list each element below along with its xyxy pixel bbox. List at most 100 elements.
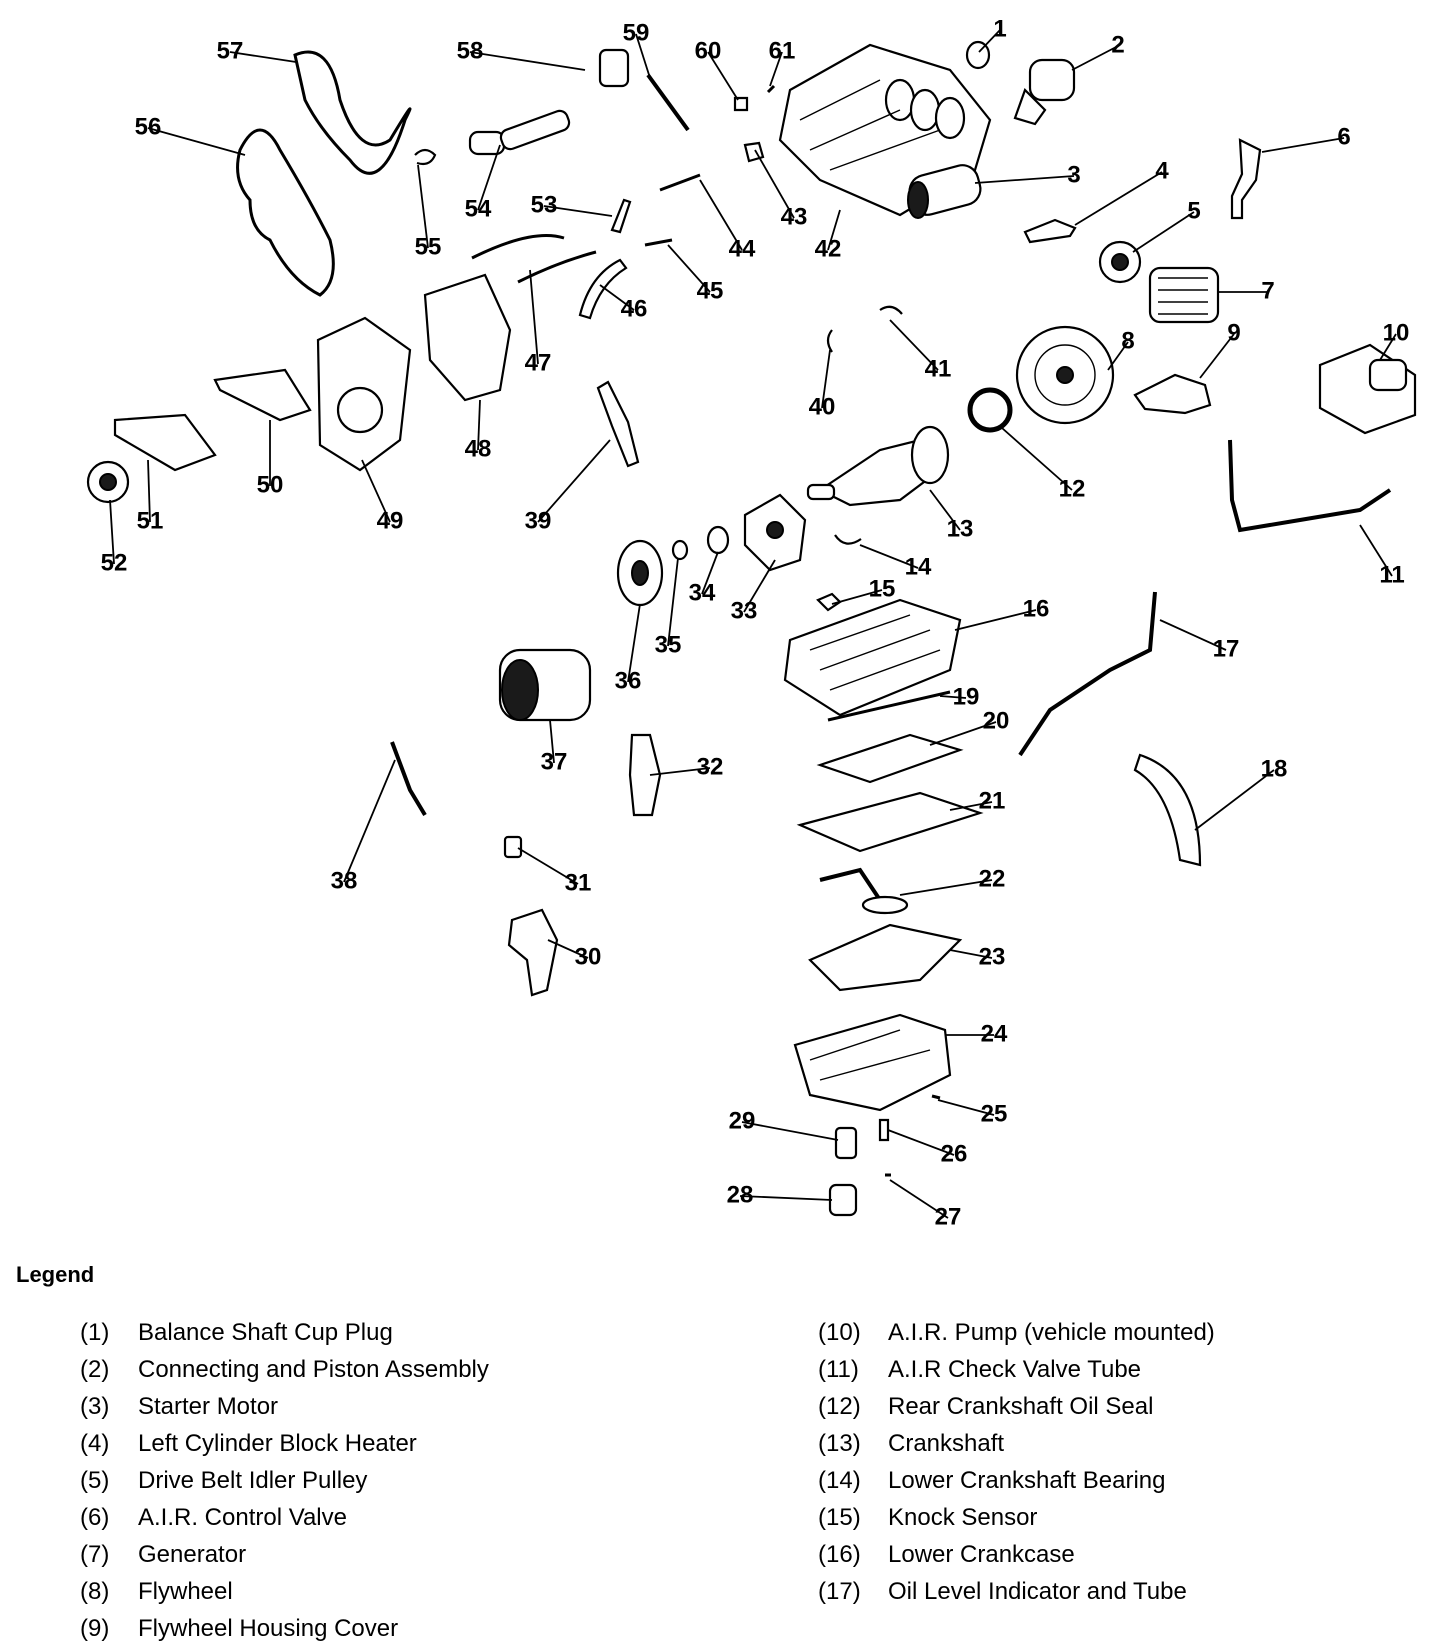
- legend-item: (9)Flywheel Housing Cover: [80, 1610, 780, 1647]
- legend-item: (7)Generator: [80, 1536, 780, 1573]
- callout-14: 14: [905, 553, 932, 580]
- callout-10: 10: [1383, 319, 1410, 346]
- chain-tensioner-part: [578, 258, 628, 320]
- leader-line-59: [635, 33, 651, 79]
- leader-line-35: [667, 557, 679, 647]
- callout-48: 48: [465, 435, 492, 462]
- legend-item-number: (7): [80, 1540, 110, 1568]
- legend-item-number: (15): [818, 1503, 861, 1531]
- leader-line-9: [1199, 333, 1235, 379]
- bolt-part: [827, 690, 951, 722]
- engine-parts: [86, 40, 1417, 1217]
- legend-item: (8)Flywheel: [80, 1573, 780, 1610]
- upper-bearing-part: [826, 329, 833, 353]
- legend-item-number: (5): [80, 1466, 110, 1494]
- leader-line-10: [1379, 333, 1397, 361]
- callout-20: 20: [983, 707, 1010, 734]
- callout-7: 7: [1261, 277, 1274, 304]
- legend-item-label: Knock Sensor: [888, 1503, 1038, 1531]
- timing-chain-guide-part: [596, 380, 640, 468]
- callout-18: 18: [1261, 755, 1288, 782]
- callout-23: 23: [979, 943, 1006, 970]
- callout-32: 32: [697, 753, 724, 780]
- callout-4: 4: [1155, 157, 1169, 184]
- leader-line-53: [543, 205, 613, 217]
- leader-line-16: [954, 609, 1037, 631]
- leader-line-38: [343, 759, 396, 883]
- leader-line-15: [831, 589, 883, 605]
- callout-26: 26: [941, 1140, 968, 1167]
- sensor-44-part: [659, 173, 701, 192]
- flywheel-part: [1015, 325, 1115, 425]
- leader-line-47: [529, 269, 539, 365]
- check-valve-tube-part: [1228, 439, 1392, 533]
- compressor-bracket-part: [628, 733, 662, 817]
- leader-line-22: [899, 879, 993, 896]
- oil-filter-part: [828, 1183, 858, 1217]
- callout-19: 19: [953, 683, 980, 710]
- callout-35: 35: [655, 631, 682, 658]
- leader-line-60: [707, 51, 739, 101]
- legend-left-column: (1)Balance Shaft Cup Plug(2)Connecting a…: [80, 1314, 780, 1647]
- legend-item-label: Rear Crankshaft Oil Seal: [888, 1392, 1154, 1420]
- callout-24: 24: [981, 1020, 1008, 1047]
- crankshaft-balancer-part: [616, 539, 664, 607]
- legend-item-label: Balance Shaft Cup Plug: [138, 1318, 393, 1346]
- leader-line-20: [929, 721, 997, 746]
- callout-51: 51: [137, 507, 164, 534]
- callout-22: 22: [979, 865, 1006, 892]
- legend-item-label: Drive Belt Idler Pulley: [138, 1466, 368, 1494]
- leader-line-21: [949, 801, 993, 811]
- callout-45: 45: [697, 277, 724, 304]
- leader-line-49: [361, 459, 391, 523]
- pulley-52-part: [86, 460, 130, 504]
- callout-15: 15: [869, 575, 896, 602]
- legend-item-number: (12): [818, 1392, 861, 1420]
- legend-item: (1)Balance Shaft Cup Plug: [80, 1314, 780, 1351]
- callout-57: 57: [217, 37, 244, 64]
- sensor-60-part: [733, 96, 749, 112]
- drive-belt-57-part: [293, 50, 412, 175]
- leader-line-27: [889, 1179, 949, 1219]
- air-pump-part: [1318, 343, 1417, 435]
- leader-line-58: [469, 51, 586, 71]
- front-cover-gasket-part: [423, 273, 512, 402]
- leader-line-46: [599, 284, 635, 311]
- callout-16: 16: [1023, 595, 1050, 622]
- legend-item-number: (9): [80, 1614, 110, 1642]
- tensioner-pulley-part: [113, 413, 217, 472]
- legend-item-label: Oil Level Indicator and Tube: [888, 1577, 1187, 1605]
- seal-part: [706, 525, 730, 555]
- legend-title: Legend: [16, 1262, 95, 1287]
- o-ring-part: [671, 539, 689, 561]
- hose-clamp-part: [414, 148, 437, 166]
- leader-line-42: [827, 209, 841, 251]
- leader-line-45: [667, 244, 711, 293]
- legend-item: (10)A.I.R. Pump (vehicle mounted): [818, 1314, 1438, 1351]
- leader-line-61: [769, 51, 783, 87]
- callout-leader-lines: [109, 29, 1397, 1219]
- callout-58: 58: [457, 37, 484, 64]
- leader-line-44: [699, 179, 743, 251]
- legend-item: (6)A.I.R. Control Valve: [80, 1499, 780, 1536]
- callout-36: 36: [615, 667, 642, 694]
- leader-line-29: [741, 1121, 839, 1141]
- legend-item-label: Connecting and Piston Assembly: [138, 1355, 489, 1383]
- heat-shield-part: [1133, 753, 1202, 867]
- leader-line-8: [1107, 341, 1129, 371]
- callout-40: 40: [809, 393, 836, 420]
- legend-item-number: (13): [818, 1429, 861, 1457]
- flywheel-housing-cover-part: [1133, 373, 1212, 415]
- callout-3: 3: [1067, 161, 1080, 188]
- leader-line-5: [1132, 211, 1195, 253]
- air-control-valve-part: [1230, 138, 1262, 220]
- callout-56: 56: [135, 113, 162, 140]
- wire-59-part: [646, 73, 690, 132]
- legend-item-label: Left Cylinder Block Heater: [138, 1429, 417, 1457]
- sensor-45-part: [644, 238, 673, 247]
- block-heater-part: [1023, 218, 1077, 244]
- idler-pulley-part: [1098, 240, 1142, 284]
- callout-38: 38: [331, 867, 358, 894]
- legend-item: (17)Oil Level Indicator and Tube: [818, 1573, 1438, 1610]
